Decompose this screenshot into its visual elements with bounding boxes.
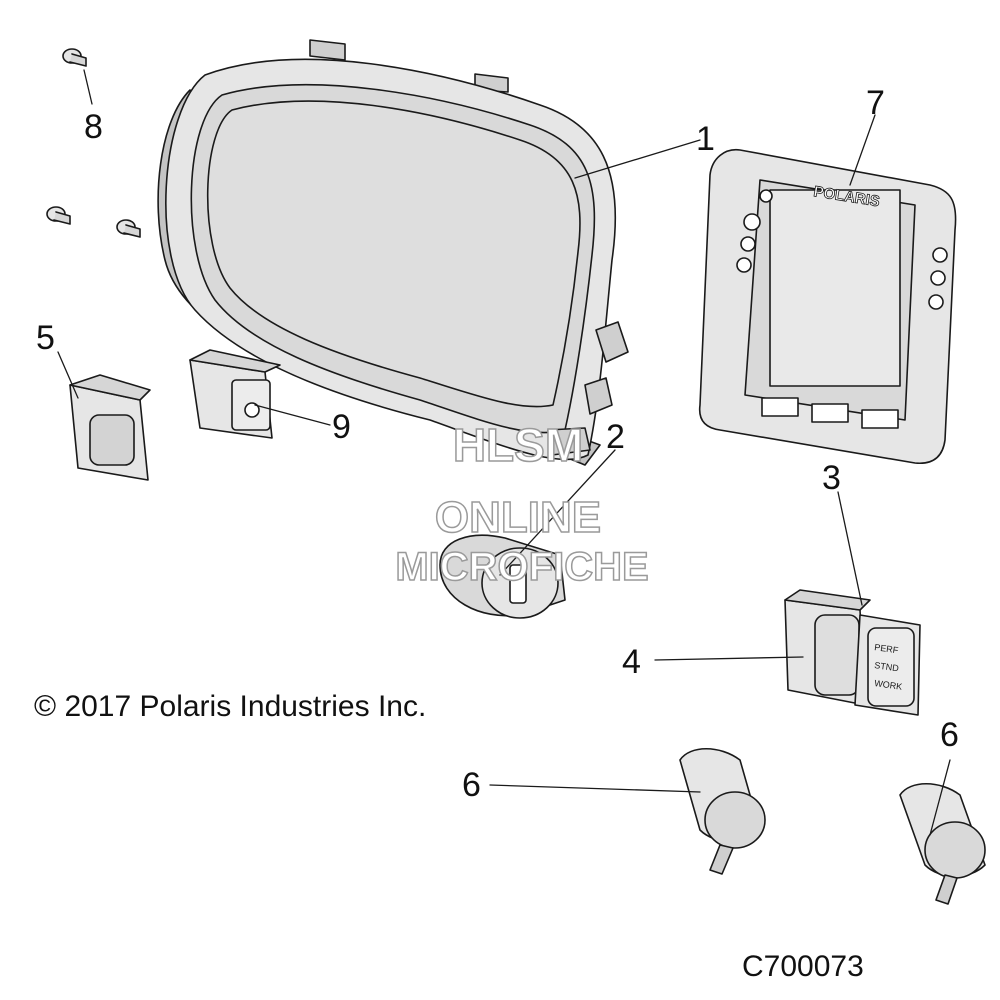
light-switch-part [189,349,281,439]
leader-lines [57,69,951,836]
callout-3: 3 [822,459,841,497]
screw-part [116,219,141,238]
mode-switch-part [784,589,921,716]
power-socket-part [679,748,766,875]
rocker-switch-part [69,374,151,481]
screw-part [46,206,71,225]
watermark-line-3: MICROFICHE [395,544,650,590]
callout-9: 9 [332,408,351,446]
mode-switch-label-work: WORK [874,678,903,692]
callout-6-right: 6 [940,716,959,754]
callout-4: 4 [622,643,641,681]
callout-8: 8 [84,108,103,146]
screw-parts [46,48,141,238]
instrument-cluster-part [157,39,629,466]
callout-6-left: 6 [462,766,481,804]
callout-7: 7 [866,84,885,122]
screw-part [62,48,87,67]
callout-2: 2 [606,418,625,456]
display-unit-part [698,149,957,465]
diagram-code: C700073 [742,950,864,983]
copyright-notice: © 2017 Polaris Industries Inc. [34,690,427,723]
mode-switch-label-perf: PERF [874,642,900,655]
watermark-line-2: ONLINE [434,492,602,543]
callout-5: 5 [36,319,55,357]
power-socket-part [899,783,986,905]
watermark-line-1: HLSM [452,418,584,472]
ignition-switch-part [439,534,566,619]
callout-1: 1 [696,120,715,158]
mode-switch-label-stnd: STND [874,660,900,673]
